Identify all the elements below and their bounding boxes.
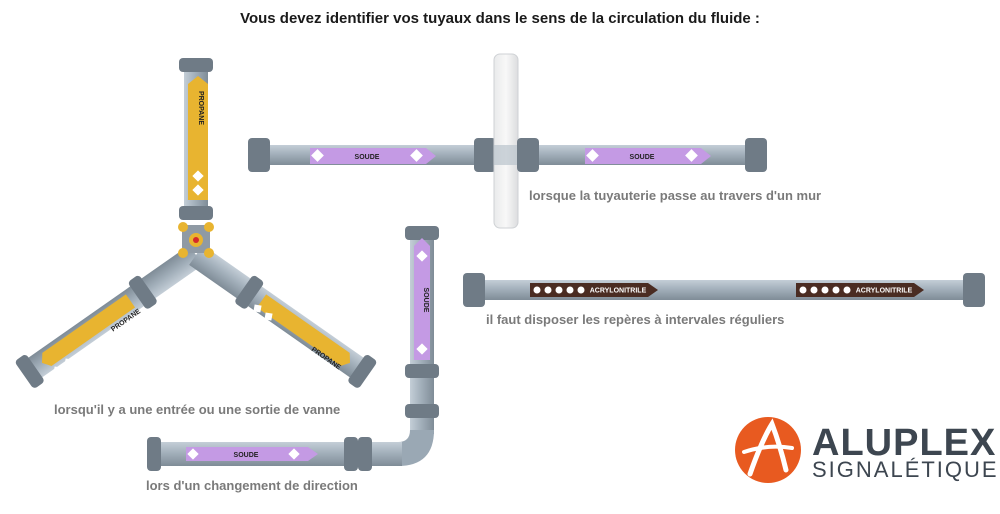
flange [745, 138, 767, 172]
hazard-icon [832, 286, 840, 294]
hazard-icon [566, 286, 574, 294]
pipe-through-wall [494, 145, 518, 165]
flange [358, 437, 372, 471]
hazard-icon [187, 448, 199, 460]
page-title: Vous devez identifier vos tuyaux dans le… [240, 10, 760, 27]
valve-icon [178, 222, 214, 258]
flange [405, 404, 439, 418]
caption-valve: lorsqu'il y a une entrée ou une sortie d… [54, 402, 341, 417]
hazard-icon [577, 286, 585, 294]
flange [235, 275, 264, 309]
flange [344, 437, 358, 471]
marker-label-soude: SOUDE [630, 154, 655, 161]
propane-marker-right-branch [256, 294, 351, 366]
brand-subtitle: SIGNALÉTIQUE [812, 457, 999, 482]
marker-label-soude: SOUDE [422, 288, 429, 313]
soude-marker-left: SOUDE [310, 148, 436, 164]
soude-marker-right: SOUDE [585, 148, 711, 164]
elbow [398, 430, 434, 466]
propane-marker-left-branch [41, 294, 136, 366]
marker-label-acrylonitrile: ACRYLONITRILE [590, 288, 647, 295]
brand-name: ALUPLEX [812, 422, 997, 464]
flange [405, 364, 439, 378]
hazard-icon [544, 286, 552, 294]
flange [147, 437, 161, 471]
hazard-icon [64, 358, 73, 367]
flange [963, 273, 985, 307]
flange [474, 138, 496, 172]
caption-wall: lorsque la tuyauterie passe au travers d… [529, 188, 822, 203]
hazard-icon [799, 286, 807, 294]
hazard-icon [821, 286, 829, 294]
propane-marker-vertical: PROPANE [188, 76, 208, 200]
hazard-icon [192, 170, 204, 182]
flange [15, 355, 44, 388]
marker-label-soude: SOUDE [355, 154, 380, 161]
soude-marker-horizontal: SOUDE [186, 447, 318, 461]
wall-crossing-pipe: SOUDE SOUDE [248, 53, 767, 229]
marker-label-soude: SOUDE [234, 452, 259, 459]
hazard-icon [416, 343, 428, 355]
flange [405, 226, 439, 240]
hazard-icon [192, 184, 204, 196]
acrylonitrile-marker-right: ACRYLONITRILE [796, 283, 924, 297]
flange [348, 355, 377, 388]
hazard-icon [253, 304, 262, 313]
aluplex-logo-icon [735, 417, 801, 483]
hazard-icon [410, 149, 423, 162]
interval-pipe: ACRYLONITRILE ACRYLONITRILE [463, 273, 985, 307]
caption-interval: il faut disposer les repères à intervale… [486, 312, 785, 327]
flange [128, 275, 157, 309]
flange [463, 273, 485, 307]
flange [248, 138, 270, 172]
hazard-icon [843, 286, 851, 294]
caption-direction: lors d'un changement de direction [146, 478, 358, 493]
hazard-icon [264, 312, 273, 321]
hazard-icon [288, 448, 300, 460]
hazard-icon [533, 286, 541, 294]
hazard-icon [416, 250, 428, 262]
hazard-icon [311, 149, 324, 162]
hazard-icon [53, 366, 62, 375]
direction-change-pipe: SOUDE SOUDE [147, 226, 439, 471]
soude-marker-vertical: SOUDE [414, 238, 430, 360]
flange [179, 58, 213, 72]
flange [517, 138, 539, 172]
flange [179, 206, 213, 220]
marker-label-acrylonitrile: ACRYLONITRILE [856, 288, 913, 295]
hazard-icon [810, 286, 818, 294]
acrylonitrile-marker-left: ACRYLONITRILE [530, 283, 658, 297]
marker-label-propane: PROPANE [197, 91, 204, 125]
wall [493, 53, 519, 229]
valve-assembly: PROPANE PROPANE PROPANE [15, 58, 377, 388]
hazard-icon [555, 286, 563, 294]
